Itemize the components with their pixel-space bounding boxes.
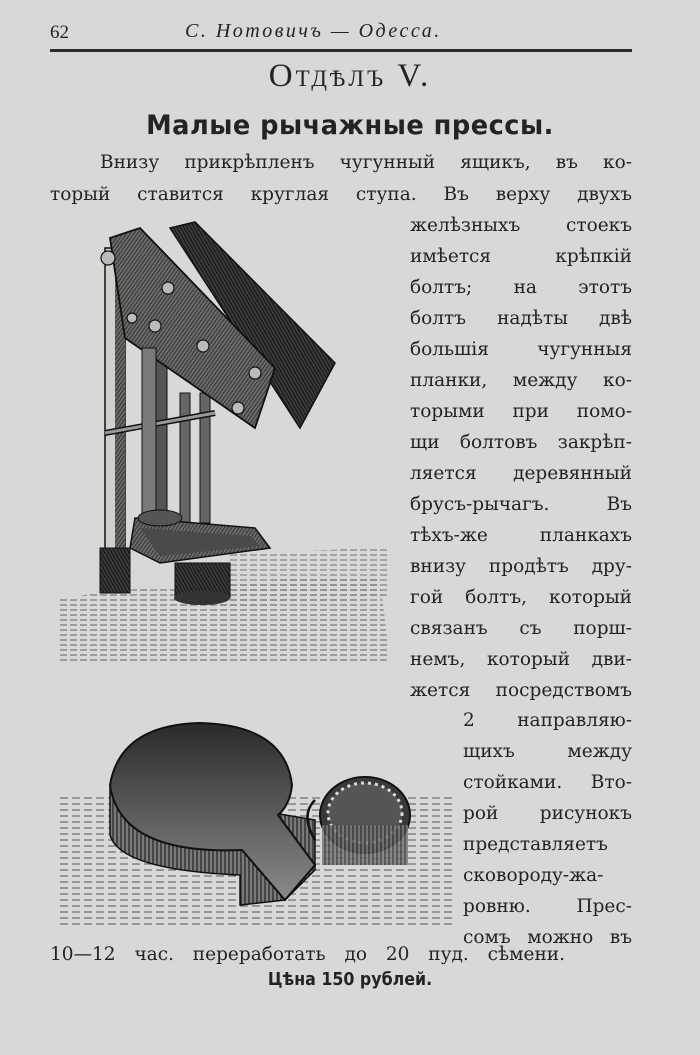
paragraph-line: щихъ между xyxy=(463,741,632,762)
paragraph-line: представляетъ xyxy=(463,834,608,855)
paragraph-line: болтъ; на этотъ xyxy=(410,277,632,298)
paragraph-line: гой болтъ, который xyxy=(410,587,632,608)
header-rule xyxy=(50,49,632,52)
paragraph-line: планки, между ко- xyxy=(410,370,632,391)
frying-pan-and-mortar-illustration xyxy=(60,705,460,935)
paragraph-line: 2 направляю- xyxy=(463,710,632,731)
page-number: 62 xyxy=(50,22,69,43)
paragraph-line: имѣется крѣпкій xyxy=(410,246,632,267)
paragraph-line: внизу продѣтъ дру- xyxy=(410,556,632,577)
paragraph-line: большія чугунныя xyxy=(410,339,632,360)
paragraph-line: брусъ-рычагъ. Въ xyxy=(410,494,632,515)
paragraph-line: щи болтовъ закрѣп- xyxy=(410,432,632,453)
section-title: Отдѣлъ V. xyxy=(268,58,432,94)
paragraph-line: торый ставится круглая ступа. Въ верху д… xyxy=(50,184,632,205)
page-heading: Малые рычажные прессы. xyxy=(146,110,554,141)
running-title: С. Нотовичъ — Одесса. xyxy=(185,20,442,42)
price-label: Цѣна 150 рублей. xyxy=(267,969,433,990)
lever-press-illustration xyxy=(60,218,400,668)
paragraph-line: болтъ надѣты двѣ xyxy=(410,308,632,329)
paragraph-line: Внизу прикрѣпленъ чугунный ящикъ, въ ко- xyxy=(100,152,632,173)
paragraph-line: ровню. Прес- xyxy=(463,896,632,917)
running-header: 62 С. Нотовичъ — Одесса. xyxy=(50,18,632,46)
paragraph-line: сомъ можно въ xyxy=(463,927,632,948)
paragraph-line: стойками. Вто- xyxy=(463,772,632,793)
paragraph-line: торыми при помо- xyxy=(410,401,632,422)
paragraph-line: жется посредствомъ xyxy=(410,680,632,701)
paragraph-line: немъ, который дви- xyxy=(410,649,632,670)
paragraph-line: сковороду-жа- xyxy=(463,865,604,886)
paragraph-line: 10—12 час. переработать до 20 пуд. сѣмен… xyxy=(50,944,565,965)
paragraph-line: связанъ съ порш- xyxy=(410,618,632,639)
paragraph-line: рой рисунокъ xyxy=(463,803,632,824)
paragraph-line: тѣхъ-же планкахъ xyxy=(410,525,632,546)
paragraph-line: ляется деревянный xyxy=(410,463,632,484)
paragraph-line: желѣзныхъ стоекъ xyxy=(410,215,632,236)
